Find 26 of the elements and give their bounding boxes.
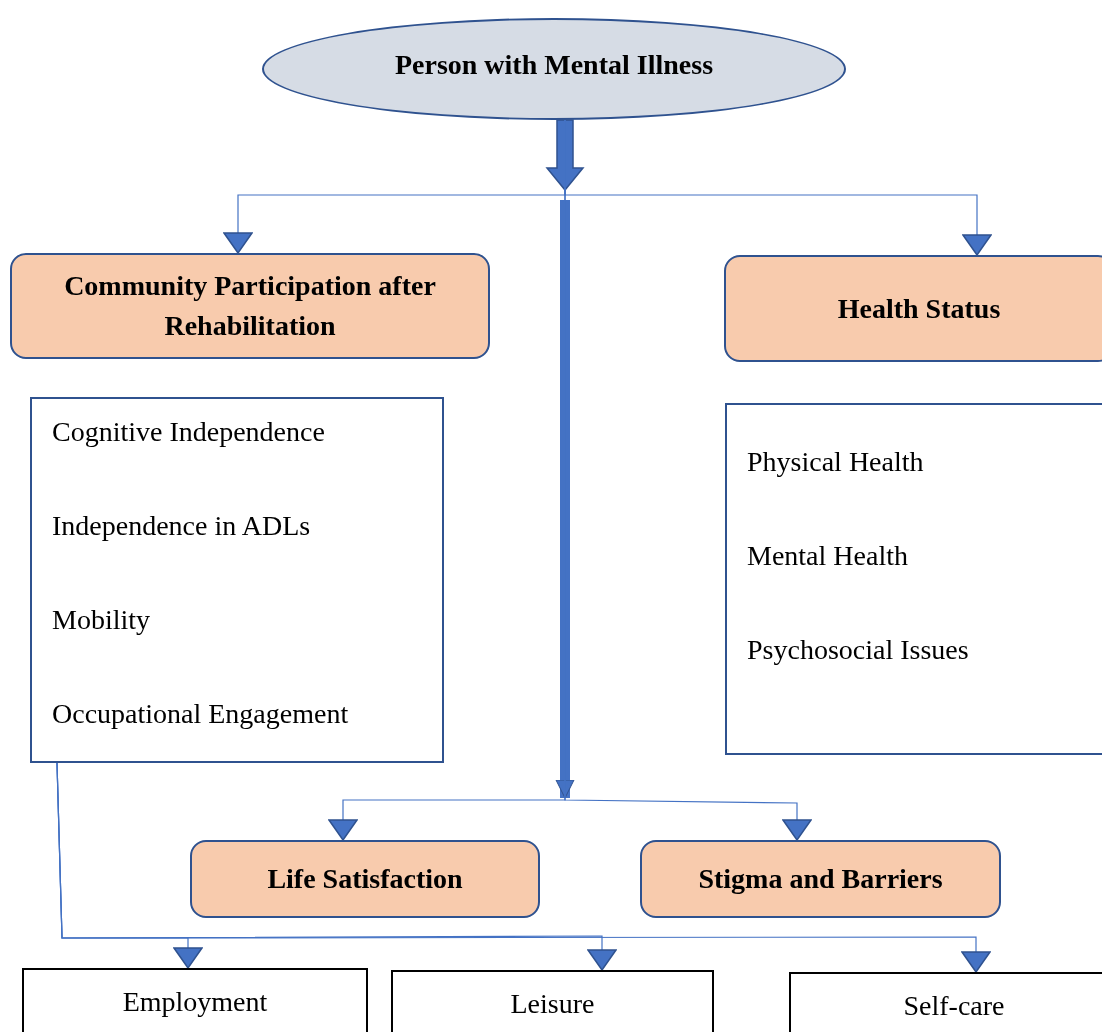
list-item: Mobility (52, 603, 151, 637)
node-title: Person with Mental Illness (394, 48, 714, 82)
list-box (725, 403, 1102, 755)
rounded-box (640, 840, 1001, 918)
box-label: Leisure (510, 987, 595, 1021)
arrow (555, 200, 575, 799)
list-item: Cognitive Independence (52, 415, 326, 449)
box-title: Stigma and Barriers (698, 862, 943, 896)
box-title: Health Status (837, 291, 1001, 326)
box-title: Life Satisfaction (267, 862, 463, 896)
rounded-box (724, 255, 1102, 362)
outcome-box (789, 972, 1102, 1032)
box-label: Employment (122, 985, 268, 1019)
list-item: Mental Health (747, 539, 909, 573)
list-box (30, 397, 444, 763)
outcome-box (391, 970, 714, 1032)
list-item: Psychosocial Issues (747, 633, 970, 667)
rounded-box (10, 253, 490, 359)
box-title: Community Participation after Rehabilitation (63, 269, 437, 343)
rounded-box (190, 840, 540, 918)
list-item: Physical Health (747, 445, 925, 479)
outcome-box (22, 968, 368, 1032)
list-item: Occupational Engagement (52, 697, 350, 731)
list-item: Independence in ADLs (52, 509, 312, 543)
connector-arrow (56, 762, 991, 973)
box-label: Self-care (903, 989, 1005, 1023)
